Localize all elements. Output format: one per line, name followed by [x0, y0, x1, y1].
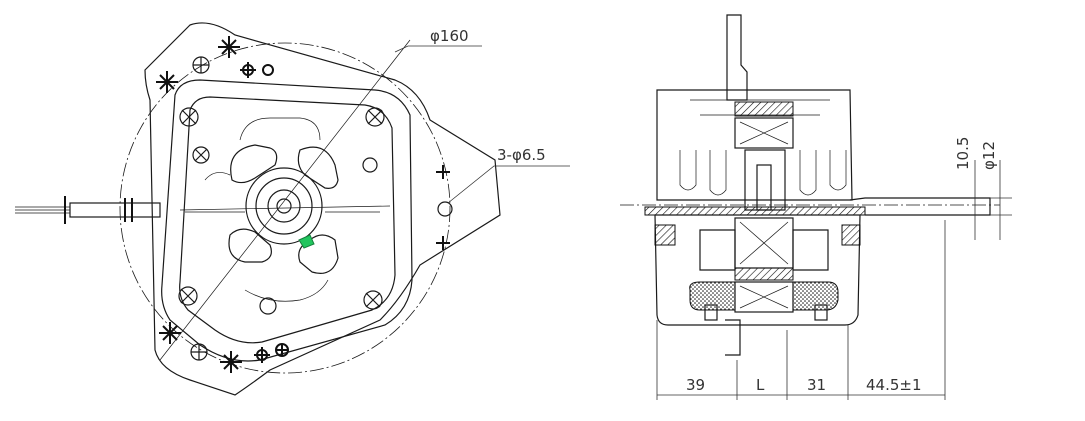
right-dimensions-lines: [974, 160, 1012, 240]
flange-edge: [849, 197, 991, 216]
terminal-tab: [726, 14, 748, 101]
bearing: [725, 319, 741, 356]
hole-label: 3-φ6.5: [497, 146, 546, 164]
right-coil: [792, 281, 839, 311]
shaft: [276, 198, 292, 214]
left-clip: [654, 224, 676, 246]
dim-phi-12: φ12: [980, 141, 998, 170]
frame-outer: [161, 79, 413, 362]
highlight-mark: [298, 234, 315, 249]
dim-l: L: [756, 376, 765, 394]
pitch-circle: [119, 42, 451, 374]
diameter-leader: [394, 45, 482, 53]
cooling-slots: [228, 144, 339, 274]
lead-wire: [15, 196, 161, 224]
dim-31: 31: [807, 376, 826, 394]
dim-10-5: 10.5: [954, 137, 972, 170]
dim-39: 39: [686, 376, 705, 394]
centre-line-horizontal: [179, 205, 391, 211]
side-view: 39 L 31 44.5±1 10.5 φ12: [620, 14, 1012, 400]
mounting-slots: [679, 150, 847, 196]
hole-leader: [447, 165, 570, 204]
hub-mid: [255, 177, 313, 235]
top-winding: [734, 117, 794, 149]
centre-line-diagonal: [159, 39, 411, 361]
bottom-extension-lines: [656, 220, 946, 400]
spokes: [185, 117, 380, 302]
coil-frames: [699, 229, 829, 271]
shaft-column: [744, 149, 786, 211]
flange-plate: [644, 206, 866, 216]
front-view: φ160 3-φ6.5: [15, 22, 570, 396]
diameter-label: φ160: [430, 27, 469, 45]
dim-44-5: 44.5±1: [866, 376, 922, 394]
mounting-holes: [156, 36, 453, 373]
core-hatch: [734, 267, 794, 281]
flange-outline: [144, 22, 501, 396]
bottom-dimensions: 39 L 31 44.5±1: [686, 376, 922, 394]
frame-inner: [179, 96, 396, 344]
right-clip: [841, 224, 861, 246]
left-coil: [689, 281, 736, 311]
lower-housing: [654, 214, 861, 326]
hub-outer: [245, 167, 323, 245]
top-winding-hatch: [734, 101, 794, 117]
hub-inner: [267, 189, 301, 223]
